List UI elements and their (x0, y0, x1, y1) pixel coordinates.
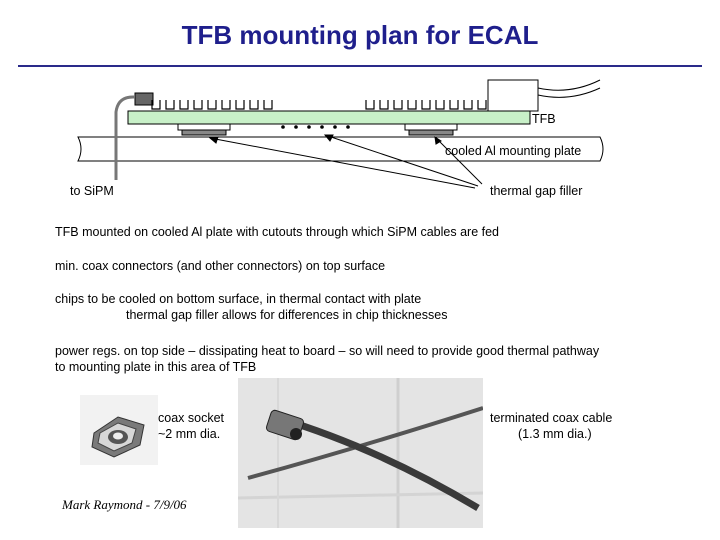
note-line-2: min. coax connectors (and other connecto… (55, 259, 386, 273)
author-signature: Mark Raymond - 7/9/06 (62, 497, 187, 512)
power-cable (537, 79, 601, 91)
coax-cable-photo (238, 378, 483, 528)
cable-caption-2: (1.3 mm dia.) (518, 427, 592, 441)
al-mounting-plate (77, 136, 604, 162)
cable-caption-1: terminated coax cable (490, 411, 613, 425)
power-regs (281, 125, 350, 129)
sipm-label: to SiPM (70, 184, 114, 198)
coax-connectors-left (151, 100, 273, 110)
note-line-4a: power regs. on top side – dissipating he… (55, 344, 600, 358)
socket-caption-2: ~2 mm dia. (158, 427, 221, 441)
power-reg-box (487, 79, 539, 112)
note-line-3b: thermal gap filler allows for difference… (126, 308, 448, 322)
note-line-1: TFB mounted on cooled Al plate with cuto… (55, 225, 499, 239)
tfb-board (127, 110, 531, 125)
connector-block (134, 92, 154, 106)
page-title: TFB mounting plan for ECAL (181, 20, 539, 50)
plate-label: cooled Al mounting plate (445, 144, 582, 158)
socket-caption-1: coax socket (158, 411, 225, 425)
sipm-cable (114, 95, 136, 180)
chip-right (404, 123, 458, 131)
coax-socket-photo (80, 395, 158, 465)
note-line-4b: to mounting plate in this area of TFB (55, 360, 257, 374)
chip-left (177, 123, 231, 131)
coax-connectors-right (365, 100, 487, 110)
gap-filler-arrows (208, 134, 483, 189)
mounting-diagram (77, 79, 604, 189)
tfb-label: TFB (532, 112, 556, 126)
note-line-3a: chips to be cooled on bottom surface, in… (55, 292, 422, 306)
title-divider (18, 65, 702, 67)
gap-filler-label: thermal gap filler (490, 184, 583, 198)
